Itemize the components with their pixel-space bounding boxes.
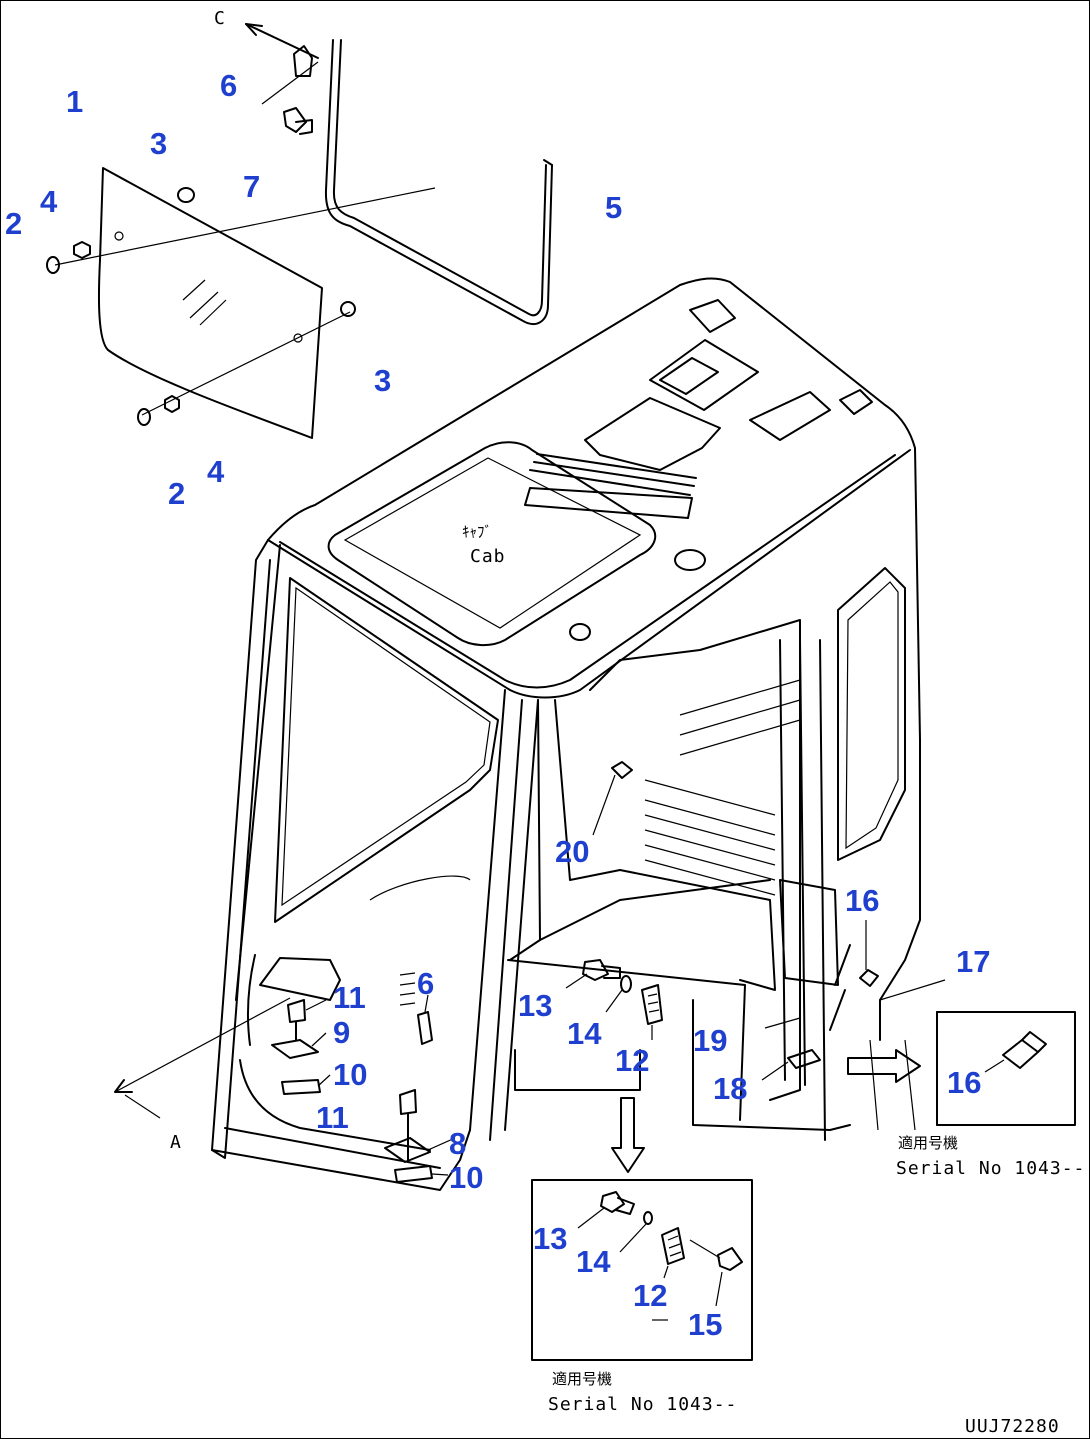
cab-label-jp: ｷｬﾌﾞ xyxy=(462,523,492,541)
plate-part-10-upper xyxy=(281,1074,331,1095)
callout-part-1: 1 xyxy=(66,84,83,119)
part-20-bracket xyxy=(592,761,633,836)
callout-part-4: 4 xyxy=(40,184,58,219)
arrow-to-inset-bottom xyxy=(611,1097,645,1173)
callout-part-15: 15 xyxy=(688,1307,722,1342)
screw-part-7 xyxy=(283,107,313,135)
callout-part-11: 11 xyxy=(316,1100,349,1135)
part-19-plate xyxy=(764,1017,801,1029)
part-16-main xyxy=(829,920,879,1031)
view-mark-a: A xyxy=(170,1132,182,1153)
callout-part-13: 13 xyxy=(518,988,552,1023)
clip-part-6-door xyxy=(399,972,433,1045)
callout-part-6: 6 xyxy=(417,966,434,1001)
inset-bolt-13 xyxy=(577,1191,635,1229)
callout-part-11: 11 xyxy=(333,980,366,1015)
bracket-part-8 xyxy=(384,1137,456,1163)
inset-right-serial: Serial No 1043-- xyxy=(896,1158,1085,1179)
inset-bottom xyxy=(531,1179,753,1361)
cab-body xyxy=(211,277,921,1191)
callout-part-2: 2 xyxy=(5,206,22,241)
callout-part-13: 13 xyxy=(533,1221,567,1256)
part-18-plate xyxy=(761,1049,821,1081)
callout-part-16: 16 xyxy=(845,883,879,918)
drawing-code: UUJ72280 xyxy=(965,1416,1060,1437)
view-arrow-c xyxy=(245,23,319,59)
glass-panel xyxy=(46,167,436,439)
callout-part-4: 4 xyxy=(207,454,225,489)
callout-part-14: 14 xyxy=(567,1016,602,1051)
inset-bottom-applicable-jp: 適用号機 xyxy=(552,1370,612,1388)
washer-part-14 xyxy=(605,975,632,1013)
plate-part-10-lower xyxy=(394,1165,449,1183)
latch-part-11-upper xyxy=(287,999,327,1041)
rail-part-5 xyxy=(324,39,553,325)
latch-part-11-lower xyxy=(399,1089,417,1161)
inset-right-part-16 xyxy=(984,1031,1047,1073)
callout-part-12: 12 xyxy=(615,1043,649,1078)
callout-part-8: 8 xyxy=(449,1126,466,1161)
clip-part-6-top xyxy=(261,45,319,105)
callout-part-3: 3 xyxy=(374,363,391,398)
washer-part-9 xyxy=(271,1032,327,1059)
bolt-part-13 xyxy=(565,959,621,989)
callout-part-16: 16 xyxy=(947,1065,981,1100)
hook-part-12 xyxy=(641,984,663,1040)
callout-part-14: 14 xyxy=(576,1244,611,1279)
part-17-lead xyxy=(879,979,946,1041)
callout-part-2: 2 xyxy=(168,476,185,511)
inset-washer-14 xyxy=(619,1211,653,1253)
callout-part-9: 9 xyxy=(333,1015,350,1050)
callout-part-10: 10 xyxy=(449,1160,483,1195)
callout-part-12: 12 xyxy=(633,1278,667,1313)
inset-part-15 xyxy=(689,1239,743,1307)
callout-part-7: 7 xyxy=(243,169,260,204)
callout-part-18: 18 xyxy=(713,1071,747,1106)
view-mark-c: C xyxy=(214,8,226,29)
inset-hook-12 xyxy=(661,1227,685,1279)
view-arrow-a xyxy=(114,997,291,1119)
callout-part-20: 20 xyxy=(555,834,589,869)
cab-label-en: Cab xyxy=(470,546,506,567)
inset-bottom-serial: Serial No 1043-- xyxy=(548,1394,737,1415)
inset-right xyxy=(936,1011,1076,1126)
callout-part-10: 10 xyxy=(333,1057,367,1092)
callout-part-17: 17 xyxy=(956,944,990,979)
arrow-to-inset-right xyxy=(847,1049,921,1083)
callout-part-6: 6 xyxy=(220,68,237,103)
callout-part-19: 19 xyxy=(693,1023,727,1058)
callout-part-5: 5 xyxy=(605,190,622,225)
inset-right-applicable-jp: 適用号機 xyxy=(898,1134,958,1152)
callout-part-3: 3 xyxy=(150,126,167,161)
